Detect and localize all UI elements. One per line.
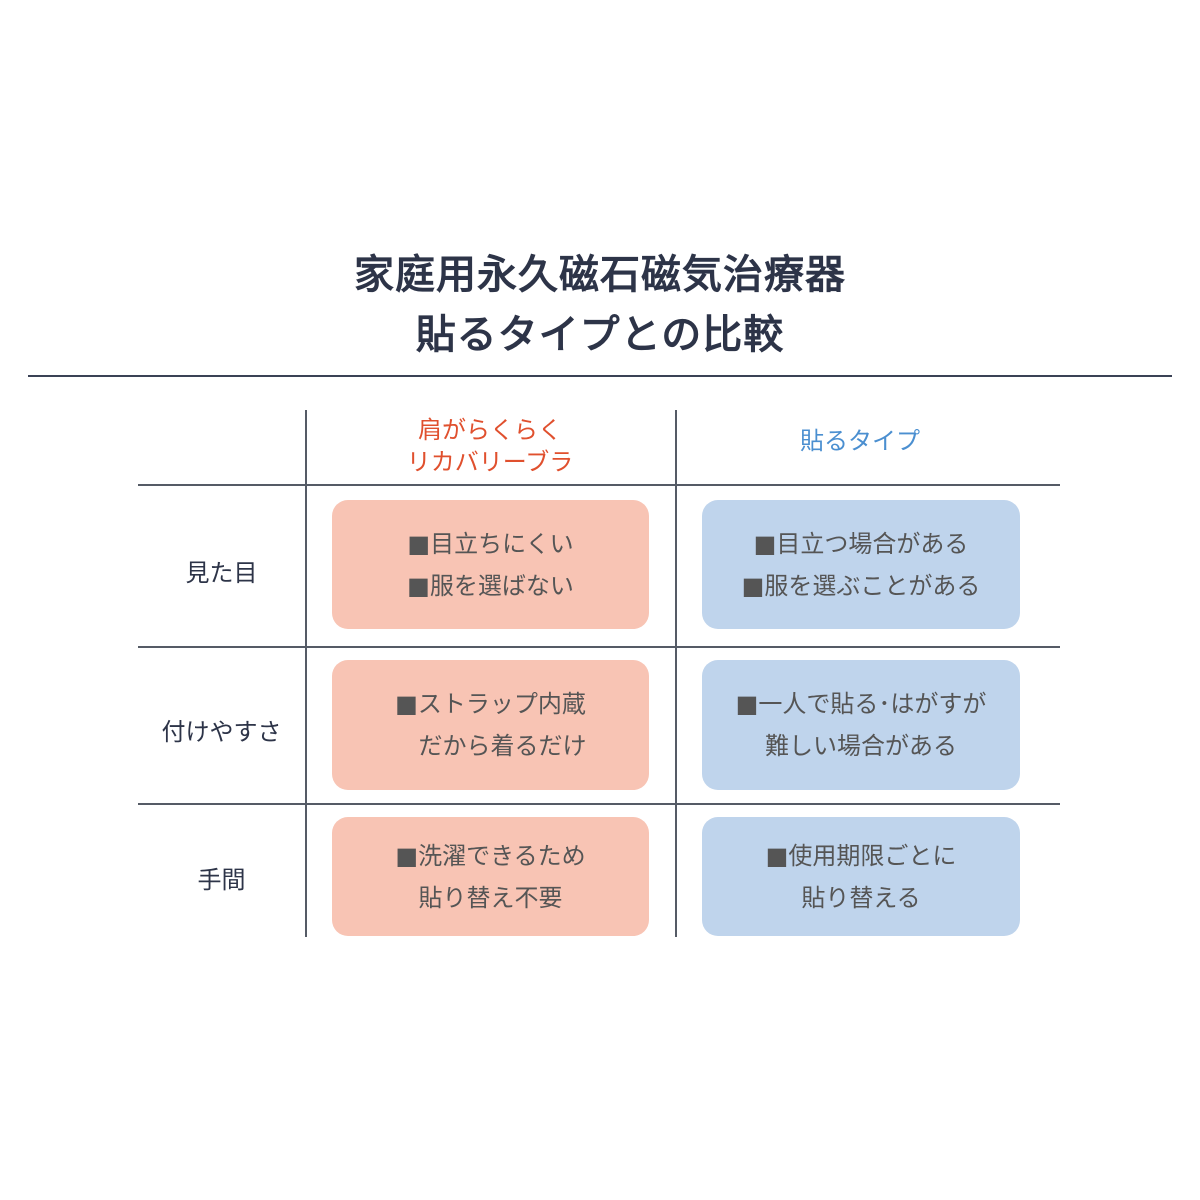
cell-text: だから着るだけ: [418, 732, 587, 760]
cell-ease-patch: ■一人で貼る･はがすが 難しい場合がある: [702, 660, 1020, 790]
title-line-2: 貼るタイプとの比較: [415, 312, 785, 358]
row-header-ease-of-wear: 付けやすさ: [161, 718, 282, 746]
table-divider: [138, 803, 1060, 805]
cell-effort-recovery-bra: ■洗濯できるため 貼り替え不要: [332, 817, 649, 936]
title-divider: [28, 375, 1172, 377]
title-line-1: 家庭用永久磁石磁気治療器: [354, 252, 846, 298]
row-header-effort: 手間: [197, 866, 246, 894]
column-header-recovery-bra: 肩がらくらく リカバリーブラ: [305, 414, 675, 478]
cell-text: ■服を選ばない: [407, 571, 574, 600]
table-divider: [138, 484, 1060, 486]
cell-appearance-patch: ■目立つ場合がある ■服を選ぶことがある: [702, 500, 1020, 629]
cell-text: ■一人で貼る･はがすが: [735, 690, 987, 718]
column-header-patch-type: 貼るタイプ: [800, 427, 920, 455]
cell-text: 貼り替え不要: [418, 883, 563, 912]
cell-text: ■ストラップ内蔵: [395, 690, 586, 718]
row-header-appearance: 見た目: [185, 559, 258, 587]
table-divider: [675, 410, 677, 937]
cell-text: ■使用期限ごとに: [765, 841, 957, 870]
cell-ease-recovery-bra: ■ストラップ内蔵 だから着るだけ: [332, 660, 649, 790]
cell-text: ■服を選ぶことがある: [741, 571, 981, 600]
table-divider: [305, 410, 307, 937]
cell-text: ■目立ちにくい: [407, 529, 574, 558]
column-header-line: リカバリーブラ: [406, 448, 574, 476]
table-divider: [138, 646, 1060, 648]
cell-text: 難しい場合がある: [765, 732, 957, 760]
cell-text: 貼り替える: [801, 883, 921, 912]
cell-text: ■洗濯できるため: [395, 841, 586, 870]
cell-text: ■目立つ場合がある: [753, 529, 969, 558]
cell-appearance-recovery-bra: ■目立ちにくい ■服を選ばない: [332, 500, 649, 629]
cell-effort-patch: ■使用期限ごとに 貼り替える: [702, 817, 1020, 936]
column-header-line: 肩がらくらく: [418, 416, 562, 444]
